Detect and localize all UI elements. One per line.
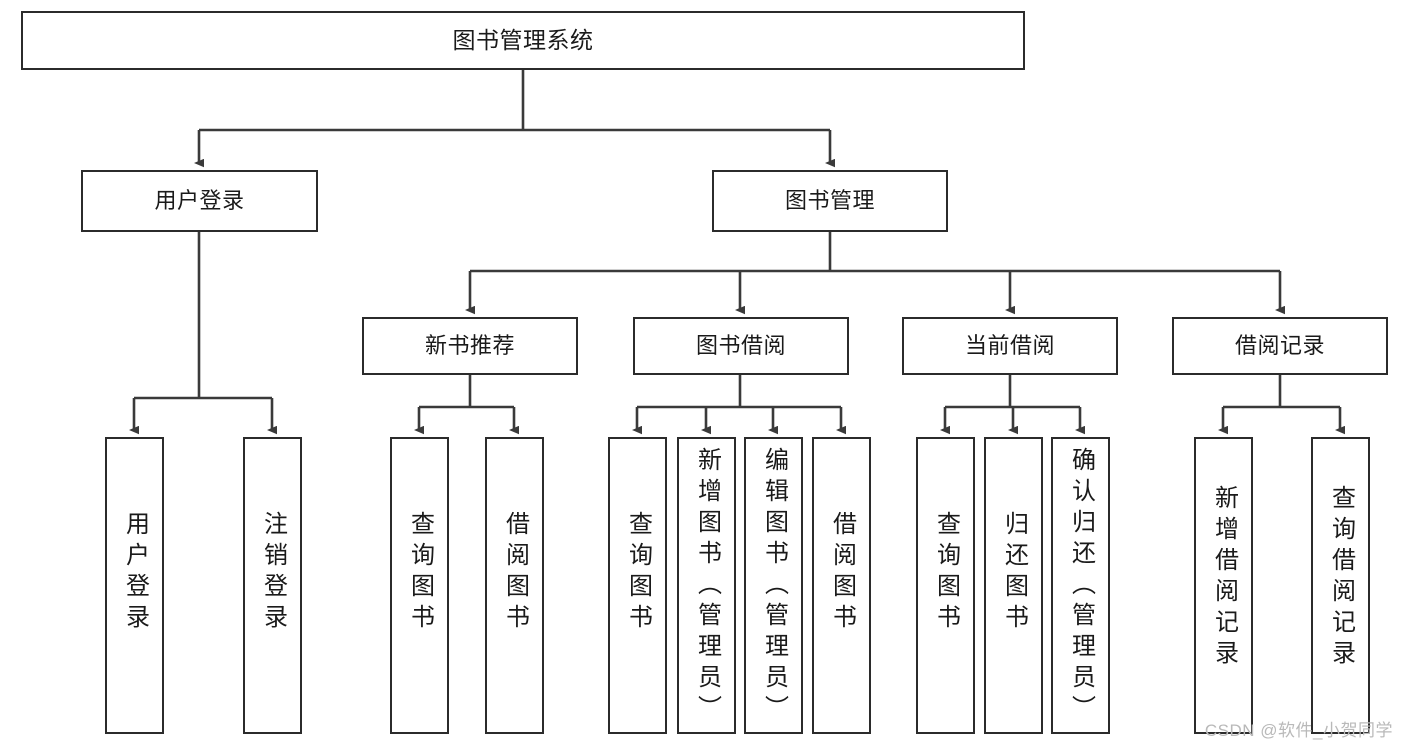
leaf-current-query-book-label: 查询图书: [932, 511, 960, 635]
node-user-login[interactable]: 用户登录: [81, 170, 318, 232]
node-borrow-records-label: 借阅记录: [1234, 333, 1325, 359]
leaf-borrow-borrow-book[interactable]: 借阅图书: [812, 437, 871, 734]
leaf-new-book-query[interactable]: 查询图书: [390, 437, 449, 734]
leaf-borrow-borrow-book-label: 借阅图书: [828, 511, 856, 635]
leaf-records-add-record-label: 新增借阅记录: [1210, 485, 1238, 671]
leaf-new-book-query-label: 查询图书: [406, 511, 434, 635]
node-book-management[interactable]: 图书管理: [712, 170, 948, 232]
leaf-user-login-signin-label: 用户登录: [121, 511, 149, 635]
leaf-current-return-book[interactable]: 归还图书: [984, 437, 1043, 734]
leaf-new-book-borrow-label: 借阅图书: [501, 511, 529, 635]
leaf-current-confirm-return-admin[interactable]: 确认归还（管理员）: [1051, 437, 1110, 734]
leaf-borrow-edit-book-admin-label: 编辑图书（管理员）: [760, 447, 788, 726]
node-current-borrow[interactable]: 当前借阅: [902, 317, 1118, 375]
node-book-management-label: 图书管理: [784, 188, 875, 214]
leaf-new-book-borrow[interactable]: 借阅图书: [485, 437, 544, 734]
leaf-user-login-signin[interactable]: 用户登录: [105, 437, 164, 734]
leaf-records-query-record[interactable]: 查询借阅记录: [1311, 437, 1370, 734]
node-current-borrow-label: 当前借阅: [964, 333, 1055, 359]
leaf-current-return-book-label: 归还图书: [1000, 511, 1028, 635]
leaf-borrow-add-book-admin-label: 新增图书（管理员）: [693, 447, 721, 726]
node-root-label: 图书管理系统: [452, 27, 594, 54]
leaf-records-add-record[interactable]: 新增借阅记录: [1194, 437, 1253, 734]
leaf-borrow-query-book-label: 查询图书: [624, 511, 652, 635]
node-book-borrow-label: 图书借阅: [695, 333, 786, 359]
node-borrow-records[interactable]: 借阅记录: [1172, 317, 1388, 375]
node-root[interactable]: 图书管理系统: [21, 11, 1025, 70]
node-user-login-label: 用户登录: [154, 188, 245, 214]
leaf-user-login-signout[interactable]: 注销登录: [243, 437, 302, 734]
leaf-current-query-book[interactable]: 查询图书: [916, 437, 975, 734]
leaf-user-login-signout-label: 注销登录: [259, 511, 287, 635]
leaf-records-query-record-label: 查询借阅记录: [1327, 485, 1355, 671]
node-book-borrow[interactable]: 图书借阅: [633, 317, 849, 375]
leaf-borrow-add-book-admin[interactable]: 新增图书（管理员）: [677, 437, 736, 734]
leaf-borrow-query-book[interactable]: 查询图书: [608, 437, 667, 734]
node-new-book-recommend[interactable]: 新书推荐: [362, 317, 578, 375]
leaf-current-confirm-return-admin-label: 确认归还（管理员）: [1067, 447, 1095, 726]
leaf-borrow-edit-book-admin[interactable]: 编辑图书（管理员）: [744, 437, 803, 734]
node-new-book-recommend-label: 新书推荐: [424, 333, 515, 359]
